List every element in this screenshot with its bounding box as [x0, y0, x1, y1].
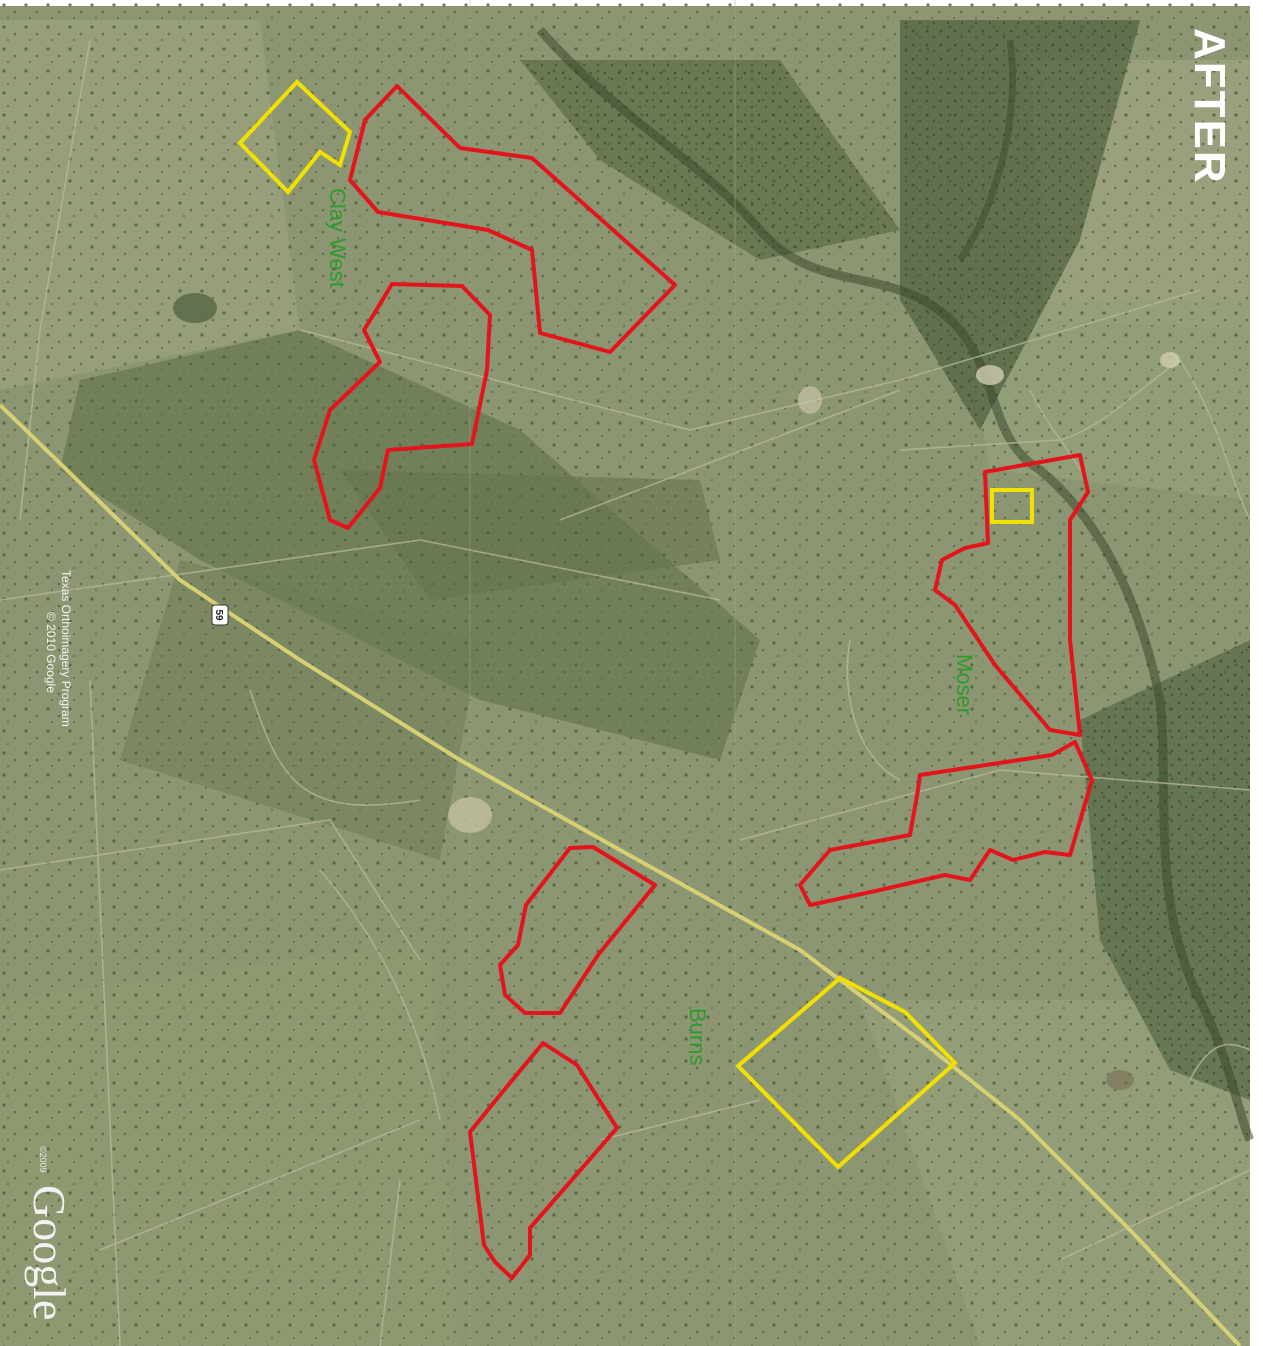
clay-west-parcel-north [348, 84, 677, 354]
bare-patch [448, 797, 492, 833]
burns-yellow-parcel [735, 975, 958, 1170]
attribution-line1: Texas Orthoimagery Program [59, 570, 73, 727]
label-burns: Burns [685, 1008, 710, 1065]
pond [173, 293, 217, 323]
highway-shield: 59 [211, 604, 229, 626]
clay-west-parcel-south [312, 282, 492, 530]
highway-59 [0, 403, 1242, 1346]
right-white-margin [1250, 0, 1263, 1346]
moser-parcel-south [798, 740, 1094, 907]
bare-patch [1106, 1070, 1134, 1090]
tree-texture-dense [520, 60, 900, 260]
yellow-parcels [237, 79, 1034, 1170]
label-moser: Moser [952, 654, 977, 715]
creek [957, 39, 1017, 262]
moser-parcel-north [933, 453, 1090, 737]
bare-patch [976, 365, 1004, 385]
moser-yellow-parcel [990, 488, 1034, 524]
clay-west-yellow-parcel [237, 79, 353, 196]
dirt-tracks [0, 39, 1251, 1346]
bare-patch [798, 386, 822, 414]
attribution-year: ©2009 [38, 1146, 48, 1173]
bare-patch [1160, 352, 1180, 368]
burns-parcel-south [468, 1041, 619, 1280]
page-title: AFTER [1185, 28, 1234, 185]
highway-shield-label: 59 [213, 609, 224, 621]
creek [536, 27, 1255, 1143]
label-clay-west: Clay West [325, 188, 350, 288]
attribution-line2: © 2010 Google [44, 612, 58, 693]
red-parcels [312, 84, 1094, 1280]
grid-lines [469, 0, 736, 1346]
google-logo: Google [24, 1185, 75, 1320]
burns-parcel-north [498, 845, 657, 1015]
